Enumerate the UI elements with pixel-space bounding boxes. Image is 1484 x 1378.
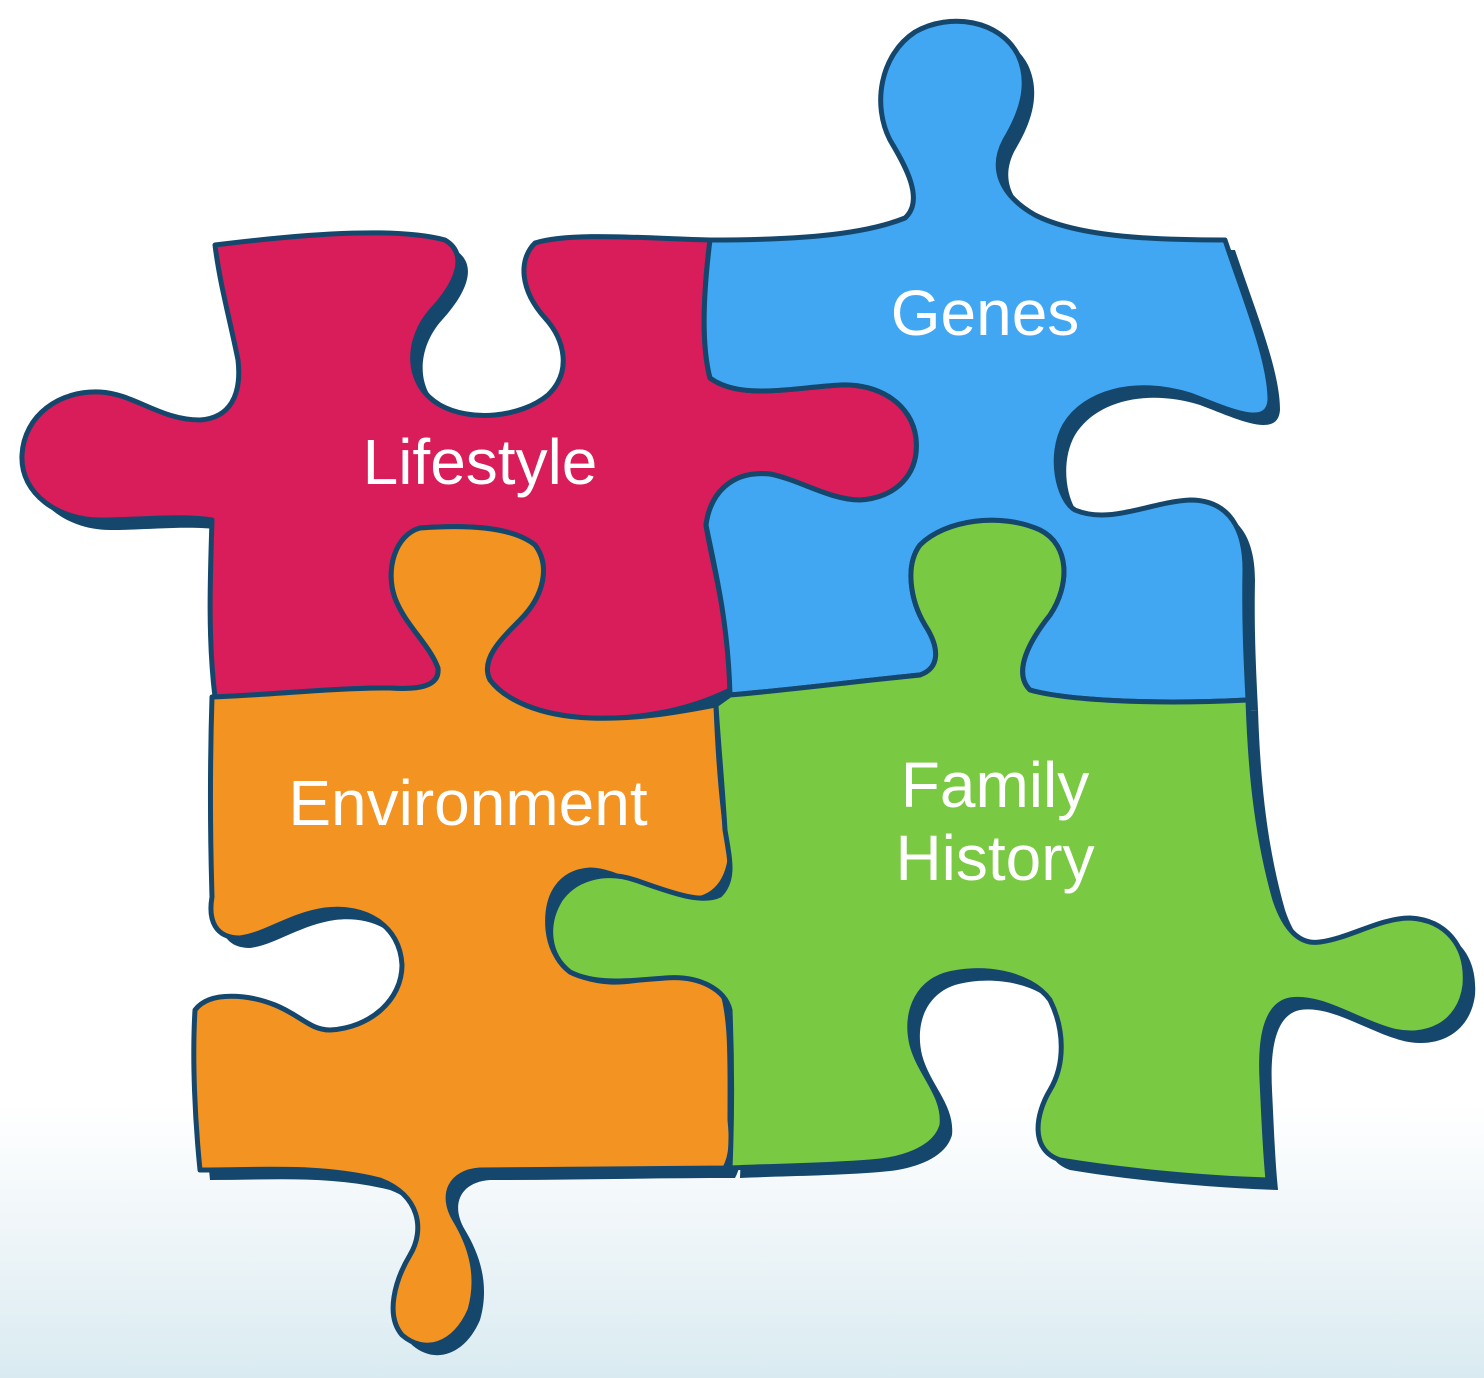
genes-label: Genes <box>891 277 1080 349</box>
family-history-label-line2: History <box>895 822 1094 894</box>
genes-piece <box>701 18 1273 705</box>
puzzle-pieces <box>19 18 1468 1348</box>
family-history-label-line1: Family <box>901 749 1089 821</box>
puzzle-labels: Lifestyle Genes Environment Family Histo… <box>288 277 1094 894</box>
environment-label: Environment <box>288 767 648 839</box>
lifestyle-label: Lifestyle <box>363 426 598 498</box>
family-history-piece <box>548 517 1468 1183</box>
